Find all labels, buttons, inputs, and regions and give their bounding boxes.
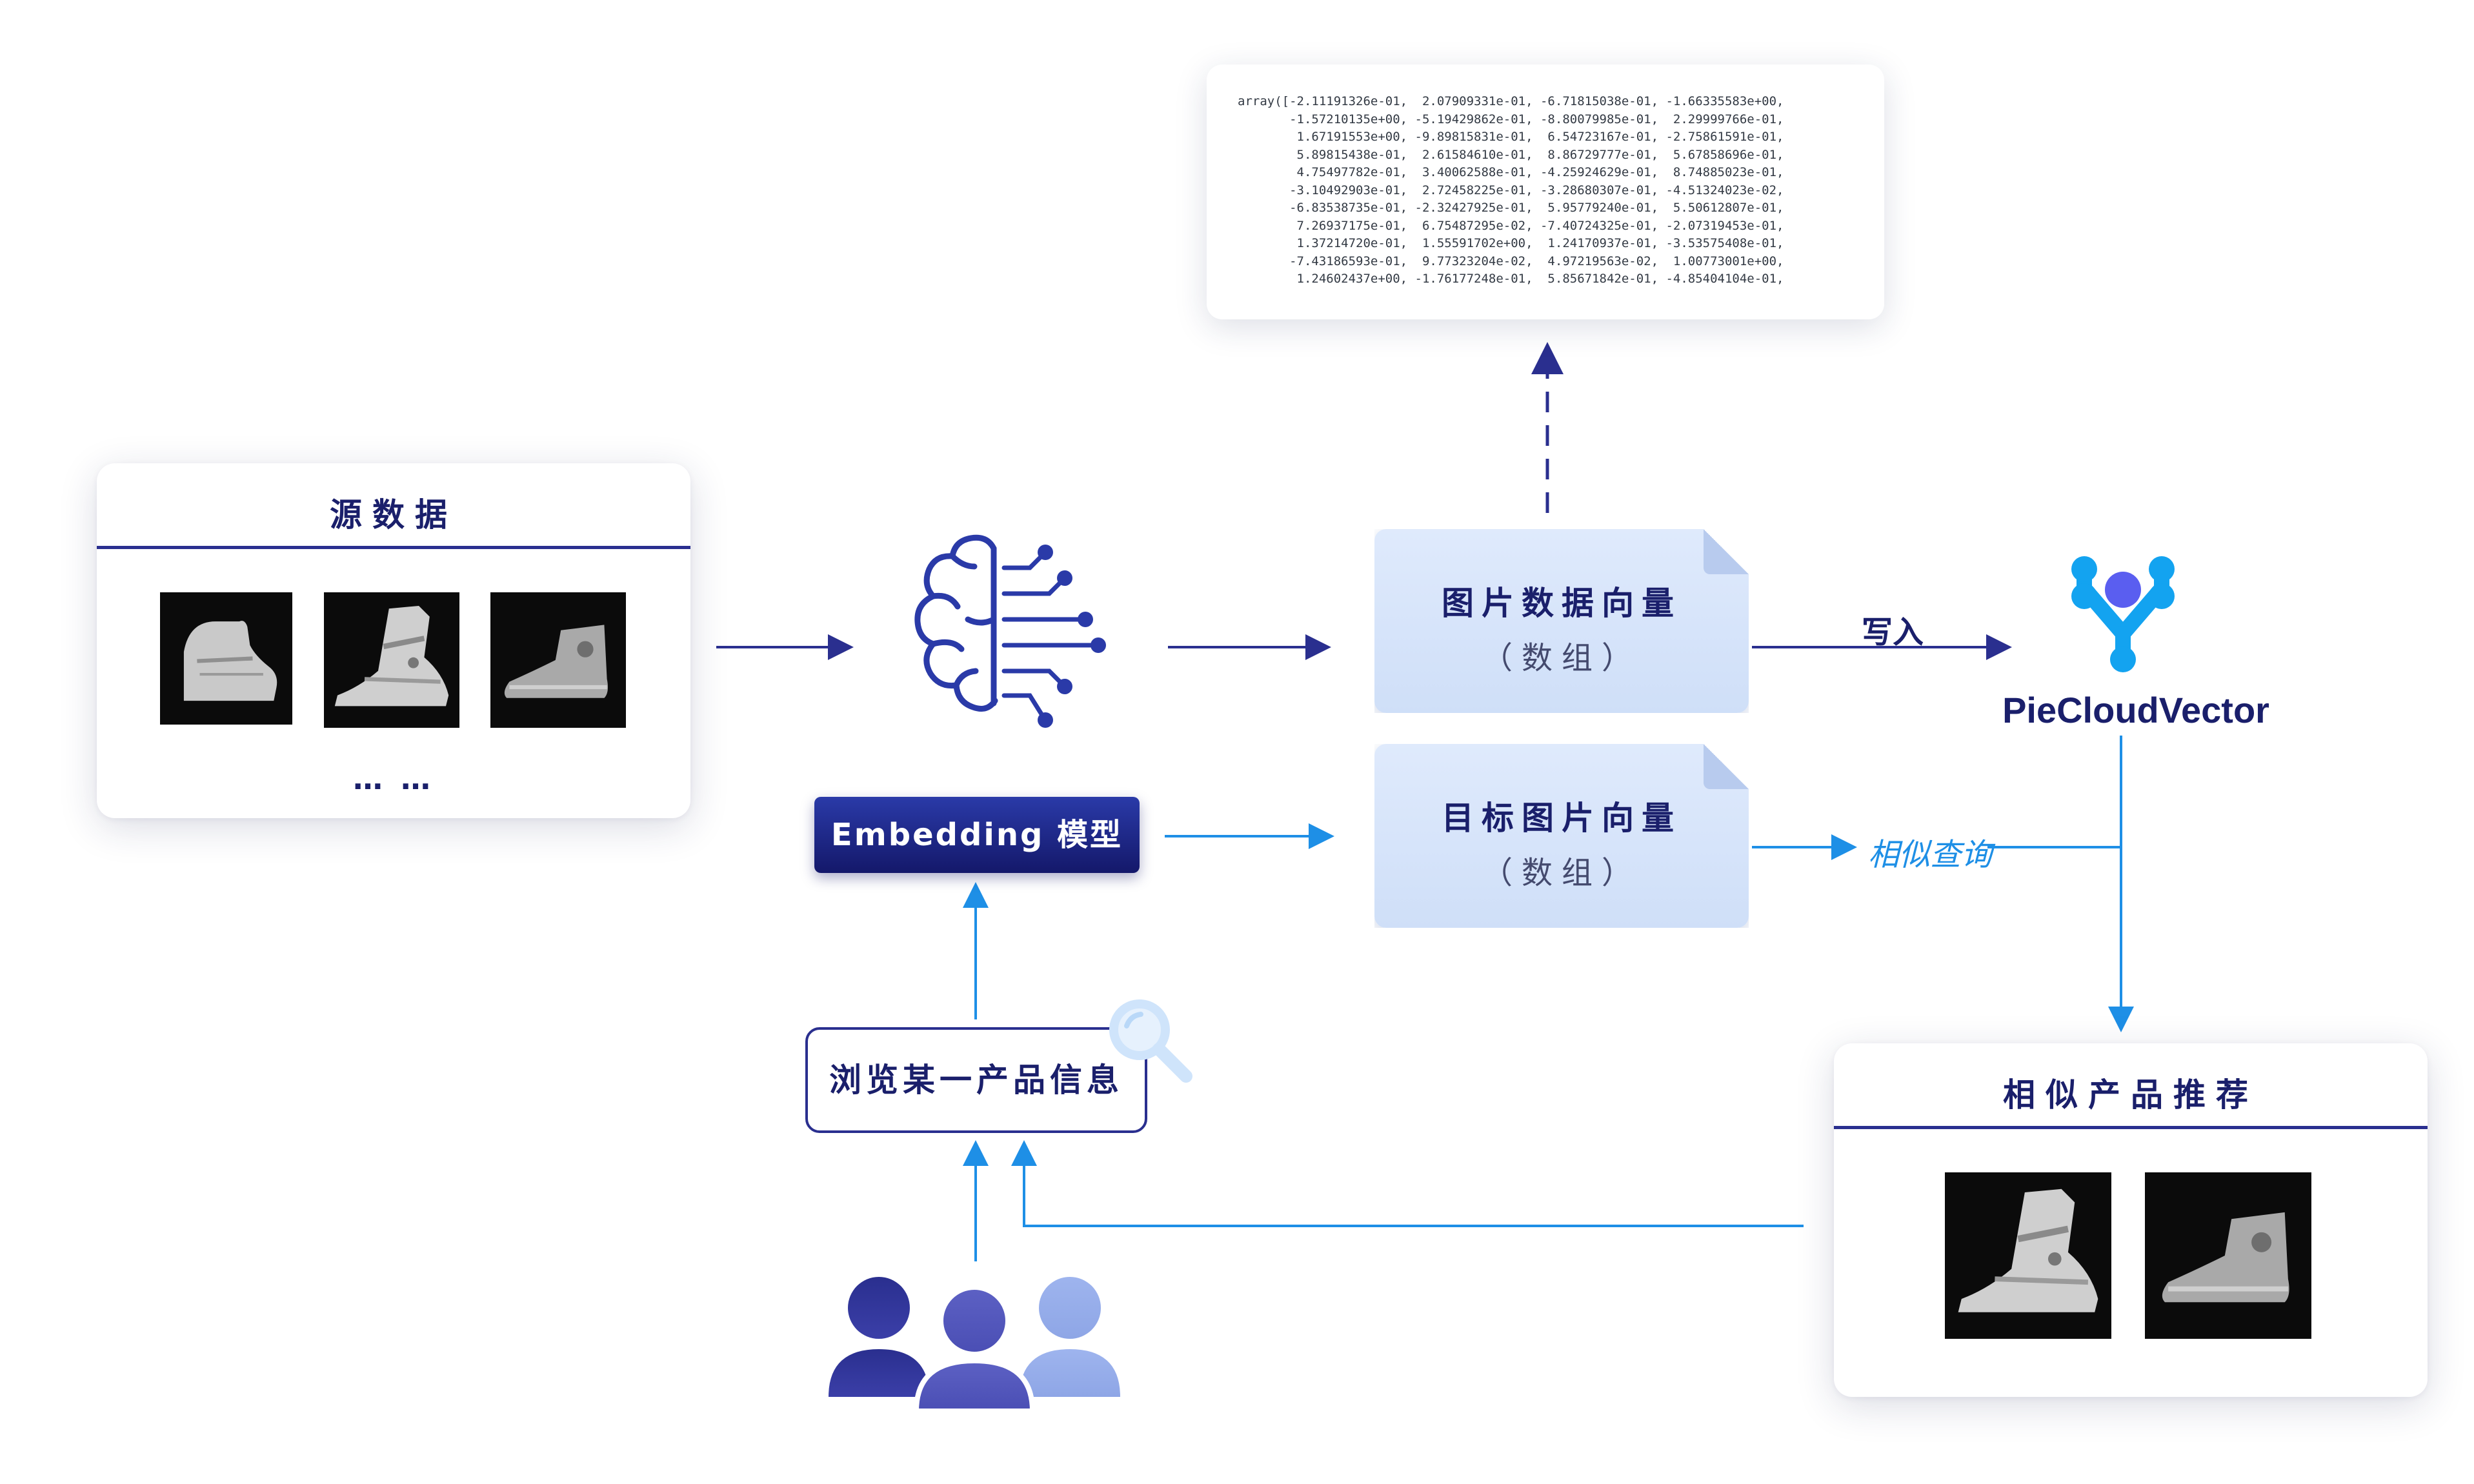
source-data-ellipsis: … … [352, 761, 434, 796]
source-data-title: 源数据 [330, 496, 458, 534]
source-data-rule [97, 546, 690, 549]
browse-product-box: 浏览某一产品信息 [805, 1027, 1147, 1133]
source-boot-image-2 [324, 592, 459, 728]
source-boot-image-3 [490, 592, 626, 728]
piecloudvector-logo-text: PieCloudVector [2002, 690, 2269, 730]
image-vector-document: 图片数据向量 （数组） [1374, 529, 1749, 713]
recommend-boot-image-2 [2145, 1172, 2311, 1339]
source-data-card: 源数据 … … [97, 463, 690, 818]
arrow-recommend-to-browse [1011, 1140, 1804, 1227]
recommend-boot-image-1 [1945, 1172, 2111, 1339]
similar-query-edge-label: 相似查询 [1868, 837, 1993, 873]
magnifier-icon [1109, 999, 1192, 1083]
vector-array-text: array([-2.11191326e-01, 2.07909331e-01, … [1238, 94, 1784, 286]
source-boot-image-1 [160, 592, 292, 725]
piecloudvector-logo-icon [2071, 556, 2175, 672]
target-vector-fold [1704, 744, 1749, 789]
image-vector-subtitle: （数组） [1481, 640, 1642, 676]
target-vector-subtitle: （数组） [1481, 855, 1642, 891]
embedding-model-label: Embedding 模型 [814, 797, 1140, 873]
recommend-card: 相似产品推荐 [1834, 1043, 2428, 1397]
recommend-card-rule [1834, 1126, 2428, 1129]
recommend-card-title: 相似产品推荐 [2003, 1076, 2258, 1114]
target-vector-document: 目标图片向量 （数组） [1374, 744, 1749, 928]
vector-array-card: array([-2.11191326e-01, 2.07909331e-01, … [1207, 65, 1884, 319]
brain-network-icon [914, 534, 1106, 728]
write-edge-label: 写入 [1862, 614, 1924, 650]
image-vector-fold [1704, 529, 1749, 574]
users-group-icon [829, 1277, 1120, 1414]
target-vector-title: 目标图片向量 [1442, 799, 1682, 837]
image-vector-title: 图片数据向量 [1442, 585, 1682, 622]
